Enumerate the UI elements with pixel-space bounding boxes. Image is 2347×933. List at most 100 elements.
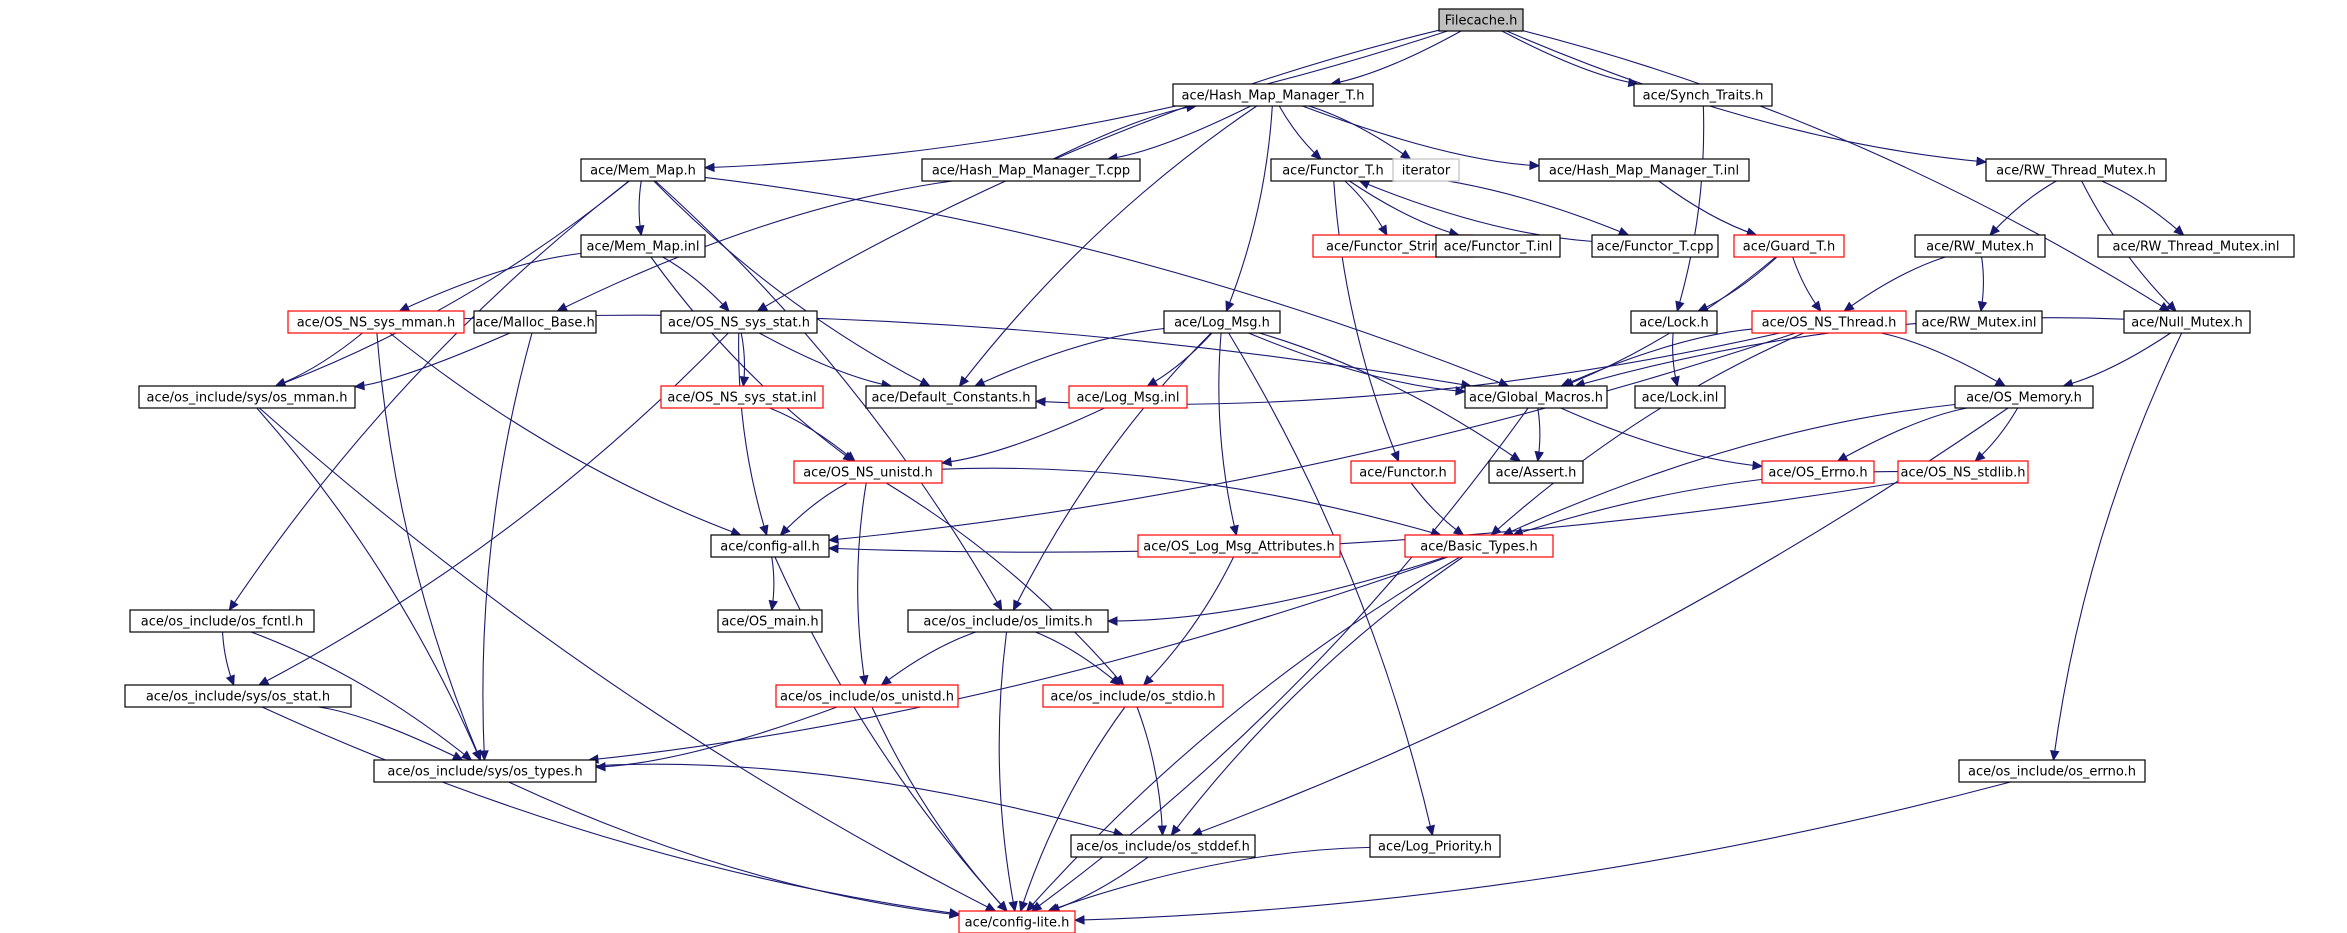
node-box-os_ns_sys_mman[interactable]: [287, 310, 465, 334]
node-global_macros[interactable]: ace/Global_Macros.h: [1464, 385, 1608, 409]
node-sys_os_mman[interactable]: ace/os_include/sys/os_mman.h: [138, 385, 356, 409]
node-os_ns_sys_stat[interactable]: ace/OS_NS_sys_stat.h: [660, 310, 818, 334]
node-box-assert_h[interactable]: [1488, 460, 1584, 484]
node-box-mem_map_inl[interactable]: [580, 234, 706, 258]
node-box-os_ns_sys_stat_inl[interactable]: [660, 385, 824, 409]
node-box-os_stddef[interactable]: [1070, 834, 1256, 858]
node-functor_t_inl[interactable]: ace/Functor_T.inl: [1435, 234, 1561, 258]
node-box-basic_types[interactable]: [1404, 534, 1554, 558]
node-os_unistd[interactable]: ace/os_include/os_unistd.h: [775, 684, 959, 708]
node-functor_h[interactable]: ace/Functor.h: [1350, 460, 1456, 484]
node-os_stdio[interactable]: ace/os_include/os_stdio.h: [1042, 684, 1224, 708]
node-box-os_ns_sys_stat[interactable]: [660, 310, 818, 334]
node-os_memory[interactable]: ace/OS_Memory.h: [1954, 385, 2094, 409]
node-box-functor_t_inl[interactable]: [1435, 234, 1561, 258]
node-os_stddef[interactable]: ace/os_include/os_stddef.h: [1070, 834, 1256, 858]
node-box-iterator[interactable]: [1392, 158, 1460, 182]
node-box-functor_t_cpp[interactable]: [1591, 234, 1719, 258]
node-box-log_msg_inl[interactable]: [1068, 385, 1188, 409]
node-config_all[interactable]: ace/config-all.h: [710, 534, 830, 558]
node-box-rw_mutex[interactable]: [1914, 234, 2046, 258]
node-synch_traits[interactable]: ace/Synch_Traits.h: [1633, 83, 1773, 107]
node-mem_map_inl[interactable]: ace/Mem_Map.inl: [580, 234, 706, 258]
node-box-os_limits[interactable]: [907, 609, 1109, 633]
node-os_errno[interactable]: ace/OS_Errno.h: [1761, 460, 1875, 484]
node-box-os_ns_stdlib[interactable]: [1897, 460, 2029, 484]
arrowhead-log_msg-to-os_limits: [1012, 599, 1022, 612]
node-rw_mutex_inl[interactable]: ace/RW_Mutex.inl: [1915, 310, 2043, 334]
node-os_limits[interactable]: ace/os_include/os_limits.h: [907, 609, 1109, 633]
node-basic_types[interactable]: ace/Basic_Types.h: [1404, 534, 1554, 558]
node-box-config_lite[interactable]: [958, 910, 1076, 933]
node-os_ns_unistd[interactable]: ace/OS_NS_unistd.h: [793, 460, 943, 484]
node-box-filecache[interactable]: [1438, 8, 1524, 32]
node-os_ns_sys_mman[interactable]: ace/OS_NS_sys_mman.h: [287, 310, 465, 334]
node-box-rw_thread_mutex_inl[interactable]: [2097, 234, 2295, 258]
node-rw_mutex[interactable]: ace/RW_Mutex.h: [1914, 234, 2046, 258]
node-box-log_priority[interactable]: [1369, 834, 1501, 858]
node-guard_t[interactable]: ace/Guard_T.h: [1733, 234, 1845, 258]
node-box-os_memory[interactable]: [1954, 385, 2094, 409]
node-os_errno_inc[interactable]: ace/os_include/os_errno.h: [1958, 759, 2146, 783]
edge-config_all-to-config_lite: [774, 556, 1008, 912]
node-rw_thread_mutex[interactable]: ace/RW_Thread_Mutex.h: [1985, 158, 2167, 182]
node-null_mutex[interactable]: ace/Null_Mutex.h: [2123, 310, 2251, 334]
node-box-os_ns_thread[interactable]: [1751, 310, 1907, 334]
node-mem_map[interactable]: ace/Mem_Map.h: [580, 158, 706, 182]
node-box-hmm_inl[interactable]: [1538, 158, 1750, 182]
node-rw_thread_mutex_inl[interactable]: ace/RW_Thread_Mutex.inl: [2097, 234, 2295, 258]
node-os_fcntl[interactable]: ace/os_include/os_fcntl.h: [129, 609, 315, 633]
node-default_constants[interactable]: ace/Default_Constants.h: [865, 385, 1037, 409]
node-box-sys_os_types[interactable]: [373, 759, 597, 783]
node-functor_t_cpp[interactable]: ace/Functor_T.cpp: [1591, 234, 1719, 258]
node-box-rw_mutex_inl[interactable]: [1915, 310, 2043, 334]
node-log_priority[interactable]: ace/Log_Priority.h: [1369, 834, 1501, 858]
arrowhead-os_ns_sys_stat-to-sys_os_stat: [257, 676, 270, 686]
node-box-null_mutex[interactable]: [2123, 310, 2251, 334]
node-box-sys_os_stat[interactable]: [124, 684, 352, 708]
node-os_main[interactable]: ace/OS_main.h: [717, 609, 823, 633]
node-box-os_errno_inc[interactable]: [1958, 759, 2146, 783]
node-os_ns_thread[interactable]: ace/OS_NS_Thread.h: [1751, 310, 1907, 334]
node-box-default_constants[interactable]: [865, 385, 1037, 409]
node-box-lock[interactable]: [1630, 310, 1718, 334]
node-os_ns_sys_stat_inl[interactable]: ace/OS_NS_sys_stat.inl: [660, 385, 824, 409]
node-os_log_msg_attr[interactable]: ace/OS_Log_Msg_Attributes.h: [1137, 534, 1341, 558]
node-box-functor_h[interactable]: [1350, 460, 1456, 484]
node-box-mem_map[interactable]: [580, 158, 706, 182]
node-box-os_errno[interactable]: [1761, 460, 1875, 484]
node-filecache[interactable]: Filecache.h: [1438, 8, 1524, 32]
node-box-hmm[interactable]: [1172, 83, 1374, 107]
node-iterator[interactable]: iterator: [1392, 158, 1460, 182]
node-box-os_stdio[interactable]: [1042, 684, 1224, 708]
node-config_lite[interactable]: ace/config-lite.h: [958, 910, 1076, 933]
node-box-hmm_cpp[interactable]: [921, 158, 1141, 182]
node-malloc_base[interactable]: ace/Malloc_Base.h: [473, 310, 597, 334]
node-box-global_macros[interactable]: [1464, 385, 1608, 409]
node-box-rw_thread_mutex[interactable]: [1985, 158, 2167, 182]
node-box-log_msg[interactable]: [1163, 310, 1281, 334]
node-hmm_inl[interactable]: ace/Hash_Map_Manager_T.inl: [1538, 158, 1750, 182]
node-box-sys_os_mman[interactable]: [138, 385, 356, 409]
node-hmm[interactable]: ace/Hash_Map_Manager_T.h: [1172, 83, 1374, 107]
node-box-os_unistd[interactable]: [775, 684, 959, 708]
node-os_ns_stdlib[interactable]: ace/OS_NS_stdlib.h: [1897, 460, 2029, 484]
node-lock[interactable]: ace/Lock.h: [1630, 310, 1718, 334]
node-log_msg[interactable]: ace/Log_Msg.h: [1163, 310, 1281, 334]
node-box-os_ns_unistd[interactable]: [793, 460, 943, 484]
node-lock_inl[interactable]: ace/Lock.inl: [1634, 385, 1726, 409]
node-box-os_log_msg_attr[interactable]: [1137, 534, 1341, 558]
node-assert_h[interactable]: ace/Assert.h: [1488, 460, 1584, 484]
node-box-config_all[interactable]: [710, 534, 830, 558]
node-functor_t[interactable]: ace/Functor_T.h: [1270, 158, 1396, 182]
node-box-os_fcntl[interactable]: [129, 609, 315, 633]
node-sys_os_types[interactable]: ace/os_include/sys/os_types.h: [373, 759, 597, 783]
node-box-lock_inl[interactable]: [1634, 385, 1726, 409]
node-hmm_cpp[interactable]: ace/Hash_Map_Manager_T.cpp: [921, 158, 1141, 182]
node-box-synch_traits[interactable]: [1633, 83, 1773, 107]
node-box-malloc_base[interactable]: [473, 310, 597, 334]
node-box-guard_t[interactable]: [1733, 234, 1845, 258]
node-box-os_main[interactable]: [717, 609, 823, 633]
node-log_msg_inl[interactable]: ace/Log_Msg.inl: [1068, 385, 1188, 409]
node-sys_os_stat[interactable]: ace/os_include/sys/os_stat.h: [124, 684, 352, 708]
